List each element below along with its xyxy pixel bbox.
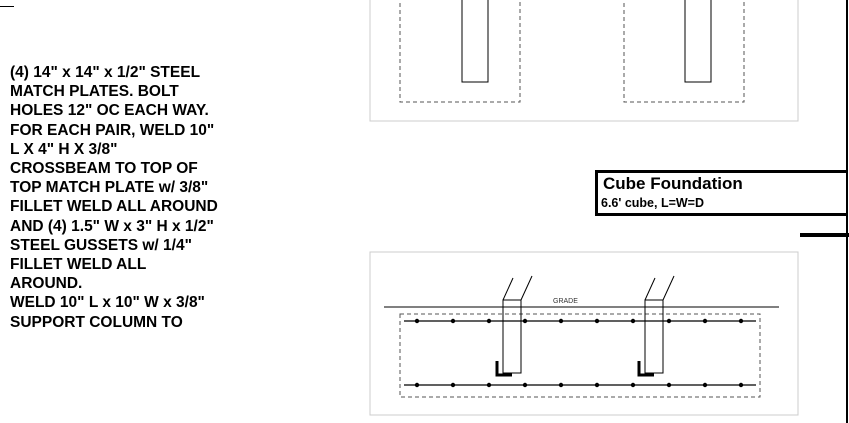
section-view-frame — [369, 251, 799, 416]
section-column-left — [495, 275, 533, 377]
rebar-dot — [666, 318, 672, 324]
plan-view — [369, 0, 799, 122]
plan-footing-right — [623, 0, 745, 103]
section-column-right — [637, 275, 675, 377]
plan-column-right — [684, 0, 712, 83]
anchor-hook — [637, 361, 654, 377]
note-line: AROUND. — [10, 275, 83, 293]
rebar-dots-top — [414, 318, 744, 324]
column-bracket — [644, 277, 656, 301]
column-bracket — [662, 275, 675, 301]
rebar-dot — [558, 318, 564, 324]
plan-view-frame — [369, 0, 799, 122]
rebar-dot — [594, 382, 600, 388]
note-line: WELD 10" L x 10" W x 3/8" — [10, 294, 205, 312]
legend-subtitle: 6.6' cube, L=W=D — [601, 196, 705, 210]
plan-column-left — [461, 0, 489, 83]
column-bracket — [502, 277, 514, 301]
plan-footing-left — [399, 0, 521, 103]
legend-title: Cube Foundation — [603, 174, 743, 193]
rebar-dot — [630, 318, 636, 324]
legend-box: Cube Foundation 6.6' cube, L=W=D — [595, 170, 848, 216]
anchor-hook — [495, 361, 512, 377]
grade-label: GRADE — [553, 298, 578, 305]
rebar-dot — [486, 318, 492, 324]
section-view: GRADE — [369, 251, 799, 416]
weld-notes: (4) 14" x 14" x 1/2" STEEL MATCH PLATES.… — [10, 63, 340, 332]
rebar-dot — [702, 318, 708, 324]
note-line: FOR EACH PAIR, WELD 10" — [10, 121, 215, 139]
note-line: HOLES 12" OC EACH WAY. — [10, 102, 209, 120]
rebar-dot — [486, 382, 492, 388]
note-line: SUPPORT COLUMN TO — [10, 313, 183, 331]
rebar-dot — [450, 382, 456, 388]
rebar-dot — [522, 318, 528, 324]
footing-outline — [399, 313, 761, 398]
rebar-dot — [414, 318, 420, 324]
note-line: MATCH PLATES. BOLT — [10, 83, 179, 101]
rebar-dots-bottom — [414, 382, 744, 388]
note-line: (4) 14" x 14" x 1/2" STEEL — [10, 64, 201, 81]
rebar-dot — [414, 382, 420, 388]
note-line: FILLET WELD ALL AROUND — [10, 198, 218, 216]
column-shaft — [502, 299, 522, 374]
legend-underline — [595, 213, 848, 216]
note-line: CROSSBEAM TO TOP OF — [10, 160, 198, 178]
rebar-dot — [738, 318, 744, 324]
column-bracket — [520, 275, 533, 301]
rebar-dot — [450, 318, 456, 324]
rebar-dot — [666, 382, 672, 388]
rebar-dot — [702, 382, 708, 388]
rebar-dot — [594, 318, 600, 324]
note-line: STEEL GUSSETS w/ 1/4" — [10, 236, 192, 254]
rebar-dot — [630, 382, 636, 388]
corner-tick — [0, 6, 14, 7]
rebar-dot — [522, 382, 528, 388]
note-line: TOP MATCH PLATE w/ 3/8" — [10, 179, 209, 197]
column-shaft — [644, 299, 664, 374]
rebar-dot — [738, 382, 744, 388]
note-line: FILLET WELD ALL — [10, 256, 147, 274]
sheet-border-notch — [800, 233, 849, 237]
rebar-dot — [558, 382, 564, 388]
sheet-border — [846, 0, 848, 423]
note-line: L X 4" H X 3/8" — [10, 140, 118, 158]
note-line: AND (4) 1.5" W x 3" H x 1/2" — [10, 217, 214, 235]
